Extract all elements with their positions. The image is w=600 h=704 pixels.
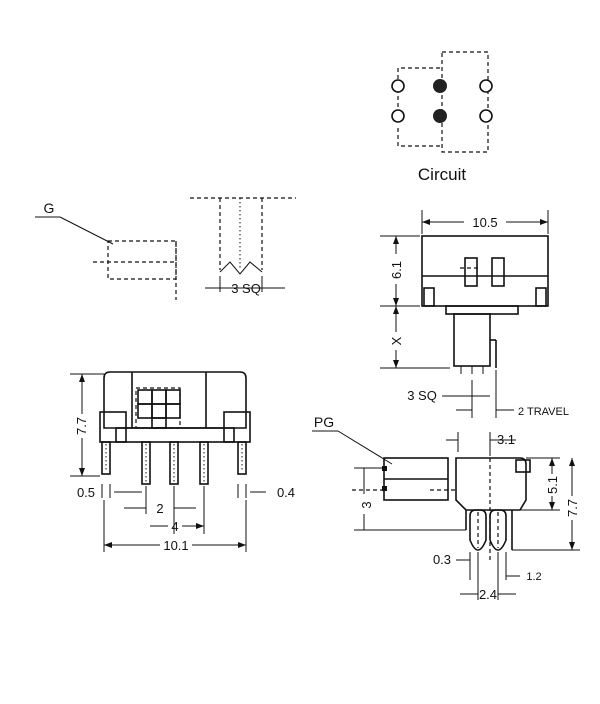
circuit-terminal-open <box>391 109 405 123</box>
arrow-head <box>79 374 85 382</box>
grid-cell <box>151 389 167 405</box>
dim-text-bg <box>72 414 90 438</box>
dim-text-bg <box>564 496 580 520</box>
arrow-head <box>540 219 548 225</box>
pin-size-dim: 3 SQ <box>407 388 437 403</box>
dim-text-bg <box>388 254 404 284</box>
switch-body <box>103 371 247 429</box>
pin <box>141 441 151 485</box>
slider-window <box>491 257 505 287</box>
mount-tab <box>535 287 547 307</box>
slider-window <box>464 257 478 287</box>
width-dim: 10.5 <box>472 215 497 230</box>
arrow-head <box>393 360 399 368</box>
mount-tab <box>515 459 531 473</box>
pitch-dim: 2.4 <box>479 587 497 602</box>
pin-size-dim: 3 SQ <box>231 281 261 296</box>
base-plate <box>115 427 235 443</box>
detent-mark <box>382 486 387 491</box>
grid-cell <box>137 403 153 419</box>
lead-b-dim: 1.2 <box>526 571 541 583</box>
grid-cell <box>165 389 181 405</box>
switch-body <box>421 235 549 307</box>
height-a-dim: 5.1 <box>545 476 560 494</box>
pin-width-dim: 0.4 <box>277 485 295 500</box>
circuit-schematic: Circuit <box>391 51 493 184</box>
grid-cell <box>165 403 181 419</box>
arrow-head <box>393 298 399 306</box>
arrow-head <box>422 219 430 225</box>
circuit-terminal-common <box>433 109 447 123</box>
leader-line <box>337 430 393 465</box>
arrow-head <box>569 542 575 550</box>
span-dim: 4 <box>171 519 178 534</box>
actuator-outline <box>107 240 177 280</box>
pin <box>169 441 179 485</box>
pg-view: PG 3.1 5.1 7. <box>312 414 580 602</box>
detent-mark <box>382 466 387 471</box>
top-view: 10.5 6.1 X 3 SQ 2 TRAVEL <box>380 210 569 418</box>
pin <box>199 441 209 485</box>
arrow-head <box>238 542 246 548</box>
actuator-stem <box>453 313 491 367</box>
circuit-label: Circuit <box>418 165 466 184</box>
mount-tab <box>423 287 435 307</box>
travel-dim: 2 TRAVEL <box>518 406 569 418</box>
arrow-head <box>79 468 85 476</box>
mount-tab <box>223 411 251 443</box>
actuator-grid <box>135 387 181 429</box>
offset-dim: 3 <box>359 501 374 508</box>
circuit-terminal-open <box>479 109 493 123</box>
height-b-dim: 7.7 <box>565 499 580 517</box>
total-width-dim: 10.1 <box>163 538 188 553</box>
arrow-head <box>569 458 575 466</box>
grid-cell <box>151 403 167 419</box>
grid-cell <box>151 417 167 429</box>
circuit-dashed-frame <box>441 51 489 153</box>
arrow-head <box>196 523 204 529</box>
height-dim: 6.1 <box>389 261 404 279</box>
leader-line <box>59 216 114 245</box>
circuit-terminal-common <box>433 79 447 93</box>
pin-loop <box>469 509 487 551</box>
circuit-terminal-open <box>479 79 493 93</box>
pg-label: PG <box>314 414 334 430</box>
dim-text-bg <box>544 474 560 496</box>
height-dim: 7.7 <box>74 417 89 435</box>
side-view: G 3 SQ <box>35 197 296 300</box>
arrow-head <box>104 542 112 548</box>
arrow-head <box>549 502 555 510</box>
grid-cell <box>137 389 153 405</box>
dim-text-bg <box>388 332 404 350</box>
circuit-link-bottom <box>397 128 440 147</box>
pin <box>101 441 111 475</box>
lead-a-dim: 0.3 <box>433 552 451 567</box>
pin-loop <box>489 509 507 551</box>
pin <box>237 441 247 475</box>
mount-tab <box>99 411 127 443</box>
dim-text-bg <box>160 538 192 552</box>
arrow-head <box>393 306 399 314</box>
pitch-dim: 2 <box>156 501 163 516</box>
arrow-head <box>549 458 555 466</box>
actuator-base <box>445 305 519 315</box>
dim-text-bg <box>464 215 506 229</box>
pin-label-g: G <box>44 200 55 216</box>
x-dim: X <box>389 336 404 345</box>
pin-edge-dim: 0.5 <box>77 485 95 500</box>
circuit-terminal-open <box>391 79 405 93</box>
front-view: 7.7 0.5 0.4 <box>70 371 295 553</box>
arrow-head <box>393 236 399 244</box>
circuit-link-top <box>397 67 440 107</box>
top-dim: 3.1 <box>497 432 515 447</box>
break-line <box>219 261 263 275</box>
